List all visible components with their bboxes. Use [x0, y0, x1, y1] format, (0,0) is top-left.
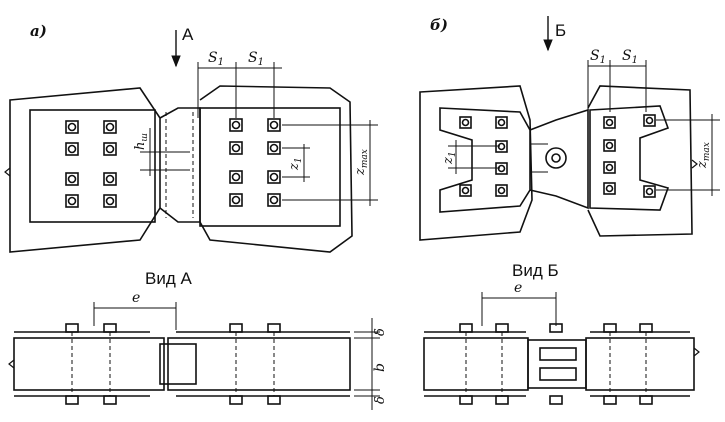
pin-b: [545, 147, 567, 169]
dim-e-b: e: [514, 280, 522, 296]
dim-z1-a: z1: [287, 157, 304, 171]
link-side-b: [527, 339, 587, 389]
fork-right-b: [589, 105, 670, 211]
panel-b-plan: [419, 85, 698, 241]
left-plate-b: [419, 85, 533, 241]
link-body-b: [529, 108, 589, 210]
panel-a-plan: [4, 85, 353, 253]
left-plate-a: [9, 87, 161, 253]
right-plate-b: [587, 85, 693, 237]
left-plate-inner-a: [29, 109, 156, 223]
dimensions-b: [448, 16, 720, 196]
arrow-label-b: Б: [555, 21, 566, 40]
view-a-dims: [93, 302, 380, 410]
dim-b-a: b: [372, 363, 388, 372]
view-title-b: Вид Б: [512, 261, 559, 280]
panel-a-tag: а): [30, 22, 47, 40]
dimensions-a: [140, 30, 378, 206]
dim-zmax-a: zmax: [353, 149, 370, 176]
dim-z1-b: z1: [441, 151, 458, 165]
dim-s1-a-1: S1: [208, 50, 224, 68]
dim-zmax-b: zmax: [695, 142, 712, 169]
dim-delta-bottom-a: δ: [373, 396, 388, 404]
bolts-b: [459, 114, 656, 198]
dim-delta-top-a: δ: [373, 328, 388, 336]
view-b-dims: [481, 292, 557, 326]
dim-s1-b-2: S1: [622, 48, 638, 66]
view-b-side: [423, 323, 700, 405]
bolts-left-a: [65, 120, 117, 208]
dim-hsh-a: hш: [133, 133, 150, 150]
bolt-studs-b: [459, 323, 653, 405]
arrow-label-a: А: [182, 25, 194, 44]
dim-s1-a-2: S1: [248, 50, 264, 68]
view-a-side: [8, 323, 351, 405]
right-plate-inner-a: [199, 107, 341, 227]
view-title-a: Вид А: [145, 269, 192, 288]
right-plate-a: [199, 85, 353, 253]
dim-e-a: e: [132, 290, 140, 306]
panel-b-tag: б): [430, 16, 448, 34]
fork-left-b: [439, 107, 531, 213]
bolt-studs-a: [65, 323, 281, 405]
dim-s1-b-1: S1: [590, 48, 606, 66]
bolts-right-a: [229, 118, 281, 207]
